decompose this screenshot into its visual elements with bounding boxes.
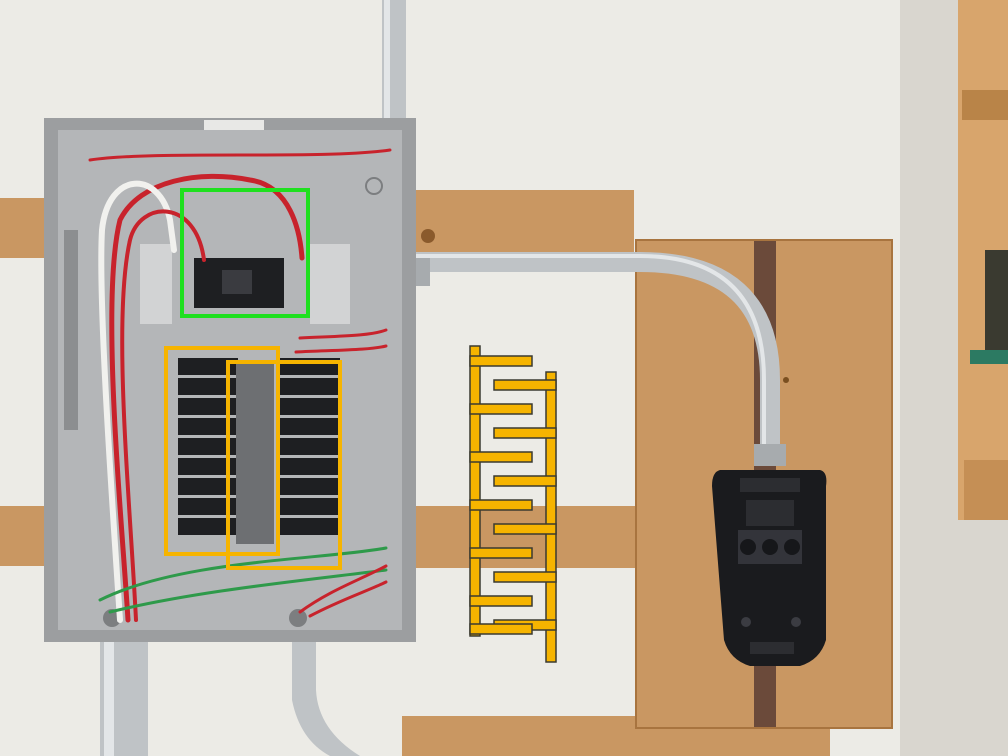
comb-segment — [493, 475, 557, 487]
breaker — [280, 378, 340, 395]
panel-label — [204, 120, 264, 130]
knot — [421, 229, 435, 243]
breaker — [178, 518, 238, 535]
busbar-comb-icon — [469, 345, 557, 663]
comb-segment — [469, 451, 533, 463]
neutral-bar-right — [310, 244, 350, 324]
comb-segment — [469, 499, 533, 511]
breaker — [280, 418, 340, 435]
comb-segment — [469, 547, 533, 559]
upper-cleat-right — [410, 190, 634, 252]
breaker — [280, 478, 340, 495]
breaker — [178, 418, 238, 435]
panel-wiring — [88, 148, 392, 623]
comb-segment — [493, 379, 557, 391]
breaker-column-right — [280, 358, 340, 535]
breaker — [178, 358, 238, 375]
breaker — [178, 378, 238, 395]
comb-segment — [469, 403, 533, 415]
breaker-highlight-right — [226, 360, 342, 570]
comb-segment — [469, 345, 481, 637]
comb-segment — [469, 623, 533, 635]
comb-segment — [493, 523, 557, 535]
shelf-frame — [958, 0, 1008, 520]
comb-segment — [493, 571, 557, 583]
breaker — [178, 398, 238, 415]
breaker — [280, 398, 340, 415]
breaker — [280, 498, 340, 515]
breaker — [280, 518, 340, 535]
comb-segment — [545, 371, 557, 663]
breaker-column-left — [178, 358, 238, 535]
comb-segment — [469, 355, 533, 367]
breaker — [280, 458, 340, 475]
breaker-highlight-left — [164, 346, 280, 556]
bus-bar — [236, 360, 274, 544]
lower-cleat-left — [0, 506, 48, 566]
ev-charger-backplate — [712, 470, 827, 666]
breaker — [280, 438, 340, 455]
neutral-bar-left — [140, 244, 172, 324]
breaker — [178, 458, 238, 475]
breaker — [178, 478, 238, 495]
conduit-bottom-right — [292, 640, 360, 756]
breaker — [178, 498, 238, 515]
main-breaker-highlight — [180, 188, 310, 318]
comb-segment — [469, 595, 533, 607]
breaker — [178, 438, 238, 455]
comb-segment — [493, 427, 557, 439]
